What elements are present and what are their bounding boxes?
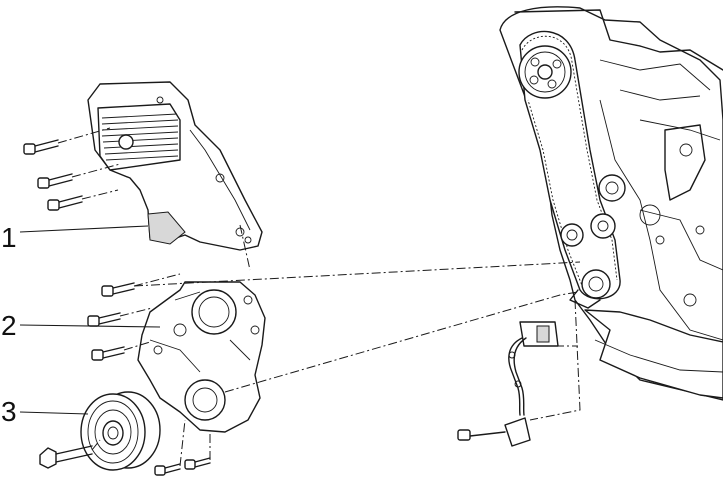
callout-1: 1 bbox=[1, 222, 17, 253]
cover-bolts bbox=[23, 139, 211, 476]
callout-3: 3 bbox=[1, 396, 17, 427]
camshaft-sprocket bbox=[518, 45, 572, 99]
assembly-lines bbox=[57, 127, 581, 467]
crankshaft-position-sensor bbox=[457, 321, 559, 447]
lower-timing-cover bbox=[137, 281, 266, 433]
callout-2: 2 bbox=[1, 310, 17, 341]
crankshaft-pulley bbox=[80, 391, 161, 471]
upper-timing-cover bbox=[87, 81, 263, 251]
callout-leaders bbox=[19, 225, 161, 415]
crankshaft-sprocket bbox=[569, 269, 611, 309]
pulley-bolt bbox=[39, 445, 93, 469]
idler-pulleys bbox=[560, 174, 626, 247]
